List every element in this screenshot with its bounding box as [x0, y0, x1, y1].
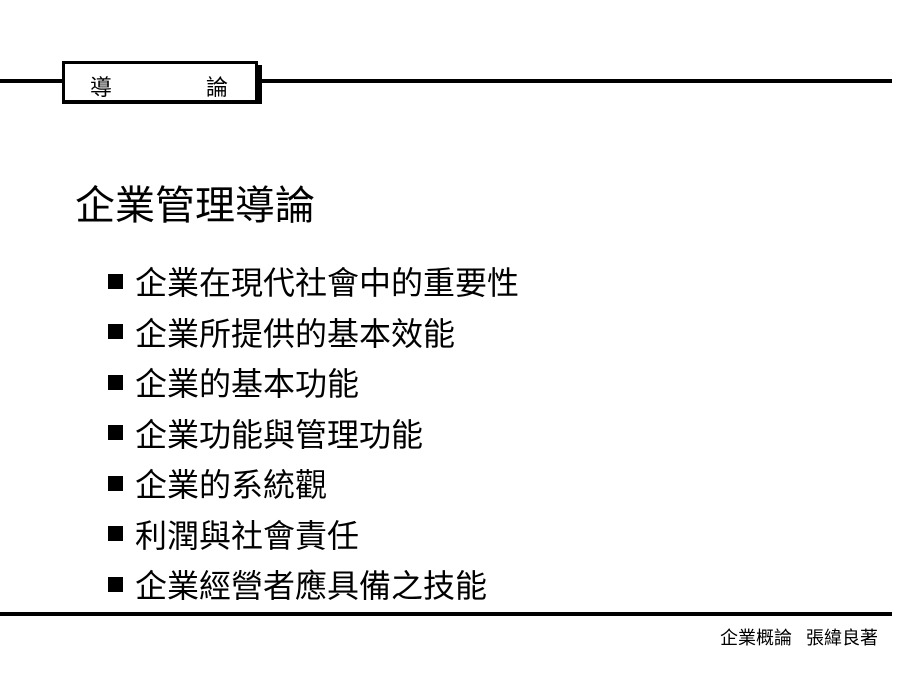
footer: 企業概論張緯良著	[720, 627, 878, 651]
footer-author: 張緯良著	[806, 628, 878, 649]
bullet-text: 利潤與社會責任	[135, 516, 360, 555]
footer-course: 企業概論	[720, 628, 792, 649]
header-label-right: 論	[206, 76, 229, 101]
bullet-text: 企業在現代社會中的重要性	[135, 264, 520, 303]
square-bullet-icon	[108, 374, 123, 390]
square-bullet-icon	[108, 324, 123, 340]
bullet-list: 企業在現代社會中的重要性 企業所提供的基本效能 企業的基本功能 企業功能與管理功…	[108, 256, 519, 610]
header-box-shadow	[62, 100, 262, 104]
square-bullet-icon	[108, 526, 123, 542]
bullet-item: 企業所提供的基本效能	[108, 307, 519, 358]
bullet-item: 企業功能與管理功能	[108, 408, 519, 459]
square-bullet-icon	[108, 273, 123, 289]
bottom-rule	[0, 612, 892, 616]
slide-title: 企業管理導論	[75, 183, 315, 229]
top-rule	[0, 79, 892, 83]
bullet-item: 企業經營者應具備之技能	[108, 559, 519, 610]
bullet-text: 企業的系統觀	[135, 466, 328, 505]
bullet-item: 企業在現代社會中的重要性	[108, 256, 519, 307]
bullet-item: 企業的系統觀	[108, 458, 519, 509]
header-box	[62, 61, 258, 101]
header-label-left: 導	[90, 76, 113, 101]
bullet-item: 企業的基本功能	[108, 357, 519, 408]
header-box-shadow-right	[258, 65, 262, 104]
bullet-text: 企業所提供的基本效能	[135, 314, 456, 353]
bullet-text: 企業經營者應具備之技能	[135, 567, 488, 606]
bullet-text: 企業的基本功能	[135, 365, 360, 404]
square-bullet-icon	[108, 475, 123, 491]
bullet-item: 利潤與社會責任	[108, 509, 519, 560]
bullet-text: 企業功能與管理功能	[135, 415, 424, 454]
square-bullet-icon	[108, 425, 123, 441]
square-bullet-icon	[108, 576, 123, 592]
